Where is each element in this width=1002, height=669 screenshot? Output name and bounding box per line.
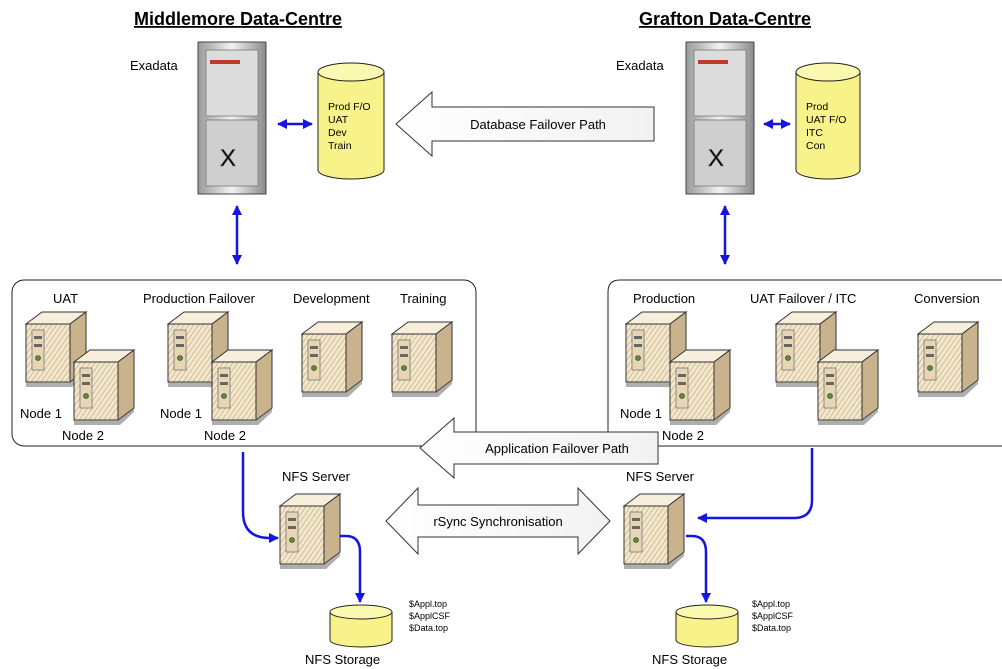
nfs-storage-cylinder — [329, 604, 393, 648]
middlemore-app-tier-box — [11, 279, 477, 447]
storage-path: $Data.top — [409, 623, 448, 633]
nfs-to-storage-link — [340, 534, 365, 603]
group-label: Development — [293, 291, 370, 306]
db-item: ITC — [806, 127, 823, 139]
grafton-exadata-label: Exadata — [616, 58, 664, 73]
storage-path: $Data.top — [752, 623, 791, 633]
prodfo-node2-server — [211, 349, 273, 426]
db-item: Dev — [328, 127, 347, 139]
db-item: Con — [806, 140, 825, 152]
group-label: Training — [400, 291, 446, 306]
node2-label: Node 2 — [662, 428, 704, 443]
middlemore-site: Middlemore Data-Centre Exadata X Prod F/… — [11, 9, 477, 667]
nfs-server-label: NFS Server — [626, 469, 695, 484]
db-item: UAT F/O — [806, 114, 846, 126]
middlemore-exadata-rack: X — [197, 41, 267, 195]
application-failover-label: Application Failover Path — [485, 441, 629, 456]
grafton-database-cylinder: Prod UAT F/O ITC Con — [795, 62, 861, 180]
node1-label: Node 1 — [160, 406, 202, 421]
nfs-storage-label: NFS Storage — [652, 652, 727, 667]
app-to-nfs-link — [697, 448, 814, 523]
nfs-server — [279, 493, 341, 570]
nfs-server-label: NFS Server — [282, 469, 351, 484]
storage-path: $Appl.top — [752, 599, 790, 609]
node1-label: Node 1 — [620, 406, 662, 421]
db-item: Prod F/O — [328, 101, 371, 113]
rack-x-mark: X — [708, 145, 724, 172]
middlemore-title: Middlemore Data-Centre — [134, 9, 342, 29]
nfs-to-storage-link — [686, 534, 711, 603]
development-server — [301, 321, 363, 398]
application-failover-path: Application Failover Path — [419, 416, 659, 480]
grafton-site: Grafton Data-Centre Exadata X Prod UAT F… — [607, 9, 1002, 667]
db-item: UAT — [328, 114, 349, 126]
db-item: Train — [328, 140, 352, 152]
nfs-storage-label: NFS Storage — [305, 652, 380, 667]
db-item: Prod — [806, 101, 828, 113]
middlemore-exadata-label: Exadata — [130, 58, 178, 73]
storage-path: $ApplCSF — [409, 611, 451, 621]
storage-path: $ApplCSF — [752, 611, 794, 621]
uat-node2-server — [73, 349, 135, 426]
node2-label: Node 2 — [204, 428, 246, 443]
rsync-path: rSync Synchronisation — [385, 486, 611, 556]
storage-path: $Appl.top — [409, 599, 447, 609]
conversion-server — [917, 321, 979, 398]
node1-label: Node 1 — [20, 406, 62, 421]
grafton-exadata-rack: X — [685, 41, 755, 195]
group-label: Conversion — [914, 291, 980, 306]
database-failover-path: Database Failover Path — [395, 90, 655, 158]
app-to-nfs-link — [241, 452, 279, 543]
prod-node2-server — [669, 349, 731, 426]
middlemore-database-cylinder: Prod F/O UAT Dev Train — [317, 62, 385, 180]
nfs-storage-cylinder — [675, 604, 739, 648]
uatfo-node2-server — [817, 349, 879, 426]
database-failover-label: Database Failover Path — [470, 117, 606, 132]
grafton-title: Grafton Data-Centre — [639, 9, 811, 29]
group-label: Production Failover — [143, 291, 256, 306]
nfs-server — [623, 493, 685, 570]
group-label: UAT — [53, 291, 78, 306]
group-label: Production — [633, 291, 695, 306]
node2-label: Node 2 — [62, 428, 104, 443]
rack-x-mark: X — [220, 145, 236, 172]
training-server — [391, 321, 453, 398]
rsync-label: rSync Synchronisation — [433, 514, 562, 529]
group-label: UAT Failover / ITC — [750, 291, 856, 306]
